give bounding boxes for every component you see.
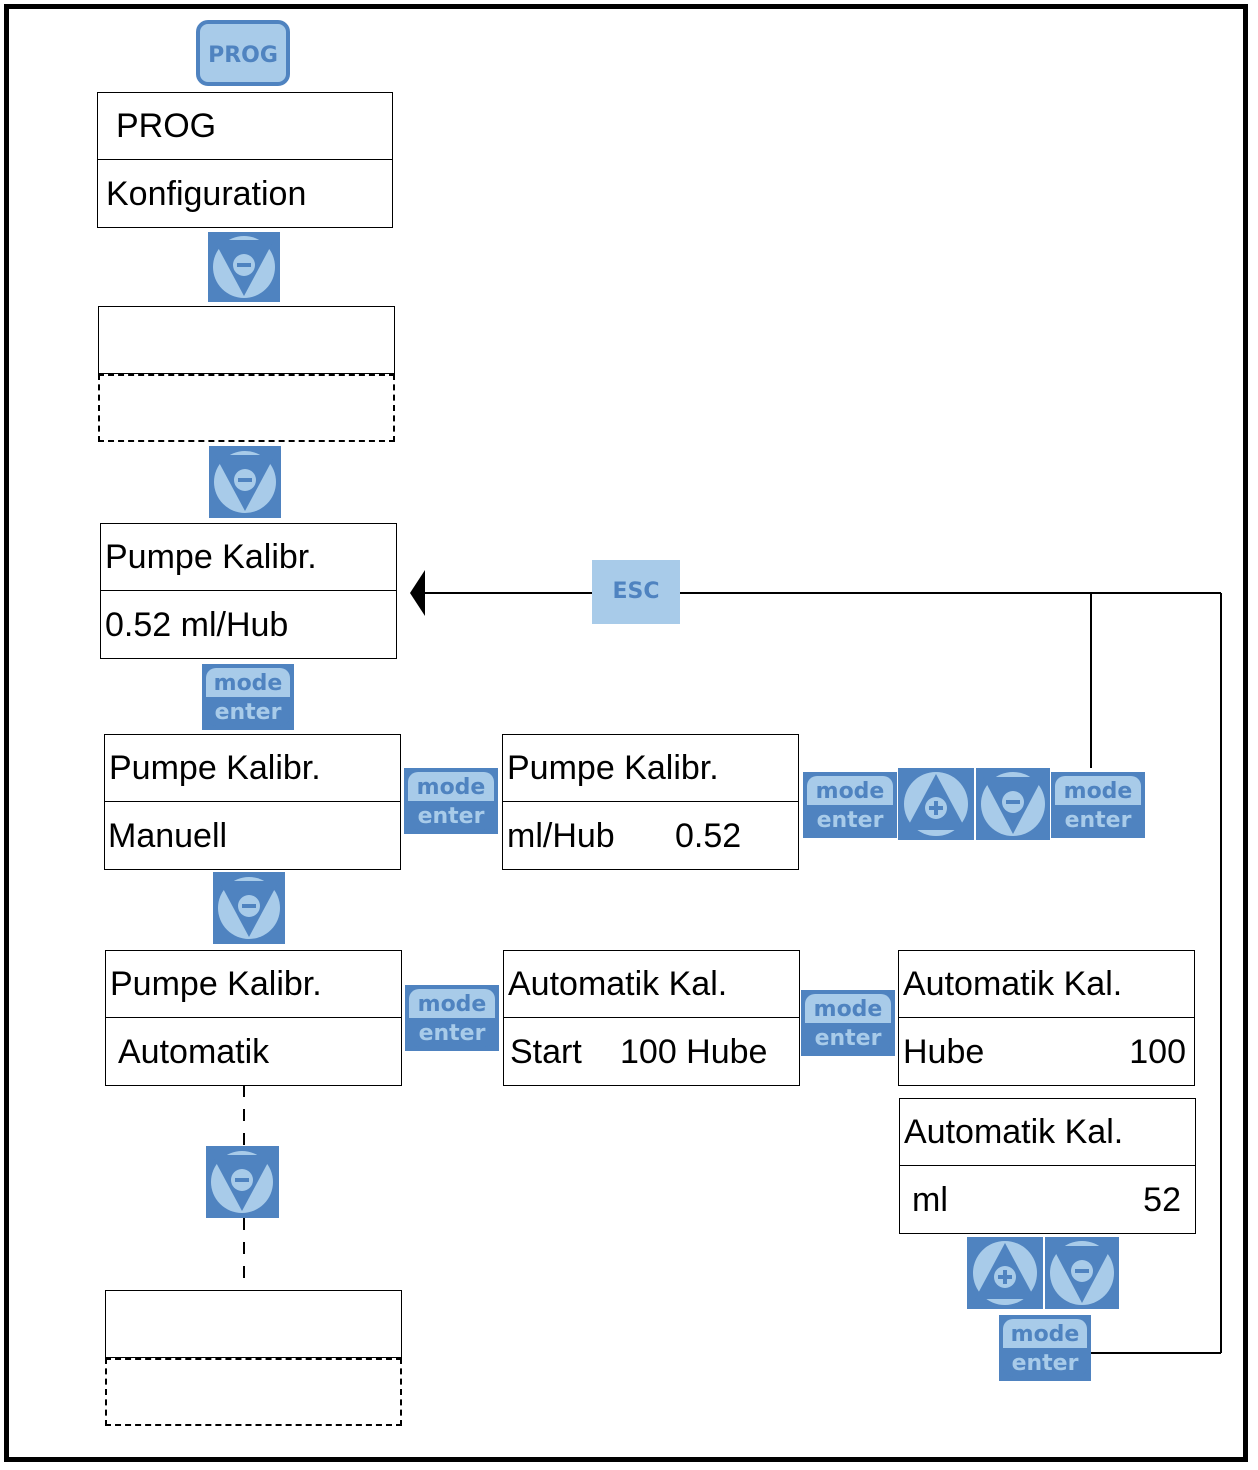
screen-line2-value: 0.52 (675, 816, 742, 855)
screen-blank-2 (105, 1290, 402, 1426)
screen-automatik-start: Automatik Kal. Start 100 Hube (503, 950, 800, 1086)
screen-prog-konfiguration: PROG Konfiguration (97, 92, 393, 228)
minus-down-key[interactable] (1045, 1237, 1119, 1309)
mode-label: mode (813, 997, 883, 1022)
mode-label: mode (1063, 779, 1133, 804)
screen-line1: PROG (116, 107, 217, 145)
minus-down-icon (214, 451, 276, 513)
screen-line1: Automatik Kal. (903, 965, 1123, 1003)
mode-enter-key[interactable]: mode enter (405, 985, 499, 1051)
screen-line1: Pumpe Kalibr. (110, 965, 322, 1003)
screen-pumpe-kalibr-manuell: Pumpe Kalibr. Manuell (104, 734, 401, 870)
minus-down-key[interactable] (209, 446, 281, 518)
screen-line2-value: 52 (1143, 1180, 1181, 1219)
enter-label: enter (1064, 808, 1132, 833)
screen-automatik-ml: Automatik Kal. ml 52 (899, 1098, 1196, 1234)
esc-key-label: ESC (612, 579, 660, 604)
mode-enter-key[interactable]: mode enter (999, 1315, 1091, 1381)
screen-line2: Automatik (118, 1032, 270, 1071)
minus-down-key[interactable] (213, 872, 285, 944)
minus-down-key[interactable] (976, 768, 1050, 840)
plus-up-icon (973, 1241, 1037, 1305)
screen-blank-1 (98, 306, 395, 442)
prog-key-label: PROG (208, 43, 278, 68)
screen-line2-value: 100 Hube (620, 1032, 768, 1071)
mode-enter-key[interactable]: mode enter (202, 664, 294, 730)
screen-line1: Pumpe Kalibr. (109, 749, 321, 787)
minus-down-icon (218, 877, 280, 939)
enter-label: enter (214, 700, 282, 725)
minus-down-icon (1050, 1241, 1114, 1305)
mode-enter-key[interactable]: mode enter (404, 768, 498, 834)
return-arrow-head (410, 570, 425, 616)
mode-enter-key[interactable]: mode enter (803, 772, 897, 838)
screen-line1: Pumpe Kalibr. (105, 538, 317, 576)
minus-down-icon (981, 772, 1045, 836)
screen-line2: Konfiguration (106, 174, 307, 213)
plus-up-key[interactable] (967, 1237, 1043, 1309)
screen-pumpe-kalibr-automatik: Pumpe Kalibr. Automatik (105, 950, 402, 1086)
mode-enter-key[interactable]: mode enter (1051, 772, 1145, 838)
screen-line2: Manuell (108, 816, 228, 855)
diagram-frame (4, 4, 1248, 1462)
minus-down-icon (213, 236, 275, 298)
enter-label: enter (1011, 1351, 1079, 1376)
mode-label: mode (815, 779, 885, 804)
enter-label: enter (814, 1026, 882, 1051)
screen-line2-label: Hube (903, 1032, 985, 1071)
enter-label: enter (816, 808, 884, 833)
screen-manuell-edit: Pumpe Kalibr. ml/Hub 0.52 (502, 734, 799, 870)
esc-key[interactable]: ESC (592, 560, 680, 624)
mode-label: mode (213, 671, 283, 696)
screen-line2: 0.52 ml/Hub (105, 605, 289, 644)
mode-label: mode (417, 992, 487, 1017)
minus-down-key[interactable] (208, 232, 280, 302)
enter-label: enter (418, 1021, 486, 1046)
mode-label: mode (1010, 1322, 1080, 1347)
screen-line1: Automatik Kal. (508, 965, 728, 1003)
plus-up-icon (904, 772, 968, 836)
plus-up-key[interactable] (898, 768, 974, 840)
screen-line2-value: 100 (1129, 1032, 1186, 1071)
enter-label: enter (417, 804, 485, 829)
prog-key[interactable]: PROG (196, 20, 290, 86)
screen-pumpe-kalibr-value: Pumpe Kalibr. 0.52 ml/Hub (100, 523, 397, 659)
screen-line1: Automatik Kal. (904, 1113, 1124, 1151)
minus-down-icon (211, 1151, 273, 1213)
screen-line2-label: ml/Hub (507, 816, 615, 855)
screen-line2-label: ml (912, 1180, 948, 1219)
minus-down-key[interactable] (206, 1146, 279, 1218)
mode-enter-key[interactable]: mode enter (801, 990, 895, 1056)
screen-automatik-hube: Automatik Kal. Hube 100 (898, 950, 1195, 1086)
screen-line1: Pumpe Kalibr. (507, 749, 719, 787)
mode-label: mode (416, 775, 486, 800)
screen-line2-label: Start (510, 1032, 582, 1071)
